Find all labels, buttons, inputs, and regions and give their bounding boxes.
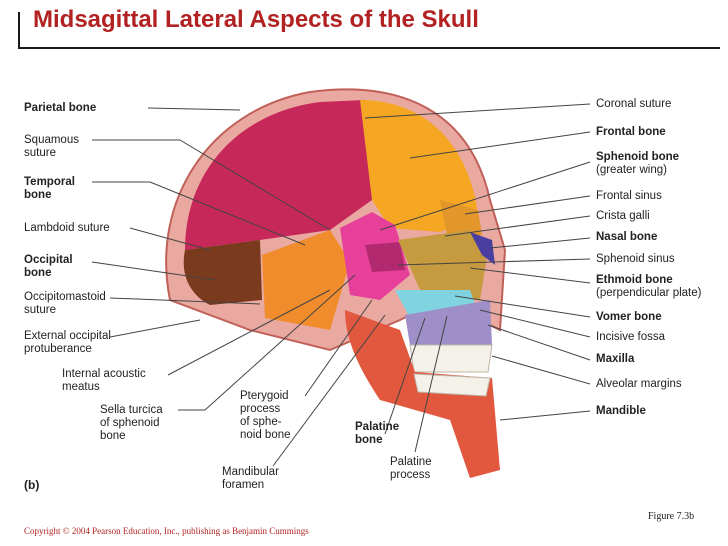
label-incisive-fossa: Incisive fossa xyxy=(596,331,666,343)
leader-lines-left xyxy=(91,107,448,467)
sphenoid-sinus-region xyxy=(365,242,405,272)
leader-lines-right xyxy=(364,103,591,421)
label-sphenoid-sinus: Sphenoid sinus xyxy=(596,253,675,265)
title-bracket-edge xyxy=(18,12,20,48)
label-frontal-sinus: Frontal sinus xyxy=(596,190,662,202)
label-alveolar-margins: Alveolar margins xyxy=(596,378,682,390)
mandible-region xyxy=(345,310,500,478)
title-underline xyxy=(18,47,720,49)
maxilla-region xyxy=(405,300,492,345)
copyright-notice: Copyright © 2004 Pearson Education, Inc.… xyxy=(24,526,309,536)
label-sphenoid-bone: Sphenoid bone(greater wing) xyxy=(596,151,680,176)
label-crista-galli: Crista galli xyxy=(596,210,650,222)
figure-reference: Figure 7.3b xyxy=(648,511,695,522)
panel-label: (b) xyxy=(24,478,40,492)
label-nasal-bone: Nasal bone xyxy=(596,231,658,243)
temporal-bone-region xyxy=(262,230,350,330)
label-ethmoid-bone: Ethmoid bone(perpendicular plate) xyxy=(596,274,702,299)
label-maxilla: Maxilla xyxy=(596,353,635,365)
frontal-sinus-region xyxy=(440,200,482,240)
slide-title: Midsagittal Lateral Aspects of the Skull xyxy=(33,6,479,33)
ethmoid-bone-region xyxy=(398,230,488,300)
label-mandible: Mandible xyxy=(596,405,646,417)
label-frontal-bone: Frontal bone xyxy=(596,126,666,138)
label-parietal-bone: Parietal bone xyxy=(24,102,97,114)
lower-teeth xyxy=(413,373,491,397)
upper-teeth xyxy=(409,344,493,373)
label-coronal-suture: Coronal suture xyxy=(596,98,672,110)
label-vomer-bone: Vomer bone xyxy=(596,311,662,323)
parietal-bone-region xyxy=(185,100,372,250)
label-lambdoid-suture: Lambdoid suture xyxy=(24,222,110,234)
occipital-bone-region xyxy=(183,240,262,305)
nasal-bone-region xyxy=(470,232,495,265)
frontal-bone-region xyxy=(360,100,478,232)
